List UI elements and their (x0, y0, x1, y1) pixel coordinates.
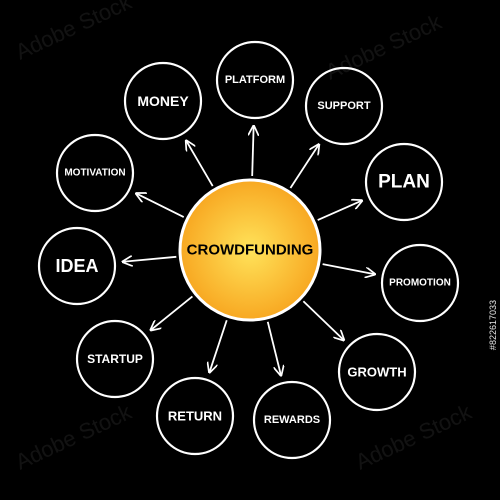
node-label-plan: PLAN (378, 172, 430, 193)
node-motivation: MOTIVATION (55, 133, 135, 213)
node-label-promotion: PROMOTION (389, 278, 451, 289)
node-money: MONEY (123, 61, 203, 141)
node-circle-platform (215, 40, 295, 120)
node-label-platform: PLATFORM (225, 74, 285, 86)
node-startup: STARTUP (75, 319, 155, 399)
arrow-to-idea (123, 257, 177, 262)
node-support: SUPPORT (304, 66, 384, 146)
arrow-to-return (209, 319, 228, 372)
node-circle-promotion (380, 243, 460, 323)
node-label-startup: STARTUP (87, 352, 143, 366)
node-plan: PLAN (364, 142, 444, 222)
node-growth: GROWTH (337, 332, 417, 412)
node-label-rewards: REWARDS (264, 414, 320, 426)
arrow-to-growth (302, 300, 343, 340)
node-circle-support (304, 66, 384, 146)
node-circle-rewards (252, 380, 332, 460)
node-circle-return (155, 376, 235, 456)
node-label-motivation: MOTIVATION (64, 168, 125, 179)
arrow-to-rewards (266, 321, 281, 376)
center-node: CROWDFUNDING (178, 178, 322, 322)
arrow-to-money (186, 141, 214, 187)
arrow-to-platform (252, 126, 253, 177)
node-circle-money (123, 61, 203, 141)
node-circle-motivation (55, 133, 135, 213)
node-idea: IDEA (37, 226, 117, 306)
node-label-idea: IDEA (55, 256, 98, 276)
arrow-to-motivation (136, 193, 185, 218)
center-circle (178, 178, 322, 322)
node-circle-plan (364, 142, 444, 222)
node-rewards: REWARDS (252, 380, 332, 460)
stock-id: #822617033 (488, 300, 498, 351)
center-label: CROWDFUNDING (187, 242, 314, 259)
arrow-to-promotion (322, 263, 375, 274)
node-circle-startup (75, 319, 155, 399)
node-platform: PLATFORM (215, 40, 295, 120)
node-label-return: RETURN (168, 409, 222, 424)
node-label-growth: GROWTH (347, 365, 406, 380)
arrow-to-startup (151, 295, 193, 330)
node-circle-growth (337, 332, 417, 412)
node-label-money: MONEY (137, 93, 189, 109)
node-return: RETURN (155, 376, 235, 456)
node-circle-idea (37, 226, 117, 306)
node-promotion: PROMOTION (380, 243, 460, 323)
arrow-to-support (289, 145, 318, 189)
arrow-to-plan (317, 201, 362, 221)
node-label-support: SUPPORT (317, 100, 370, 112)
